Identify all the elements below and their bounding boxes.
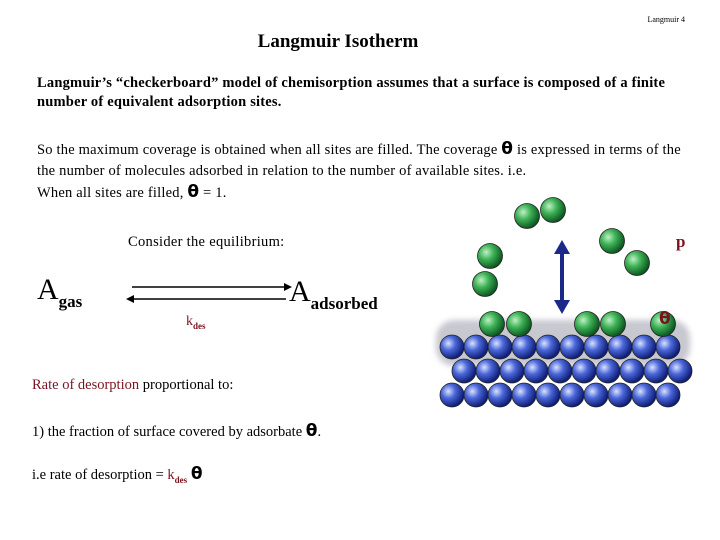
rate-point-end: . [317, 424, 322, 440]
coverage-filled-prefix: When all sites are filled, [37, 185, 188, 201]
adsorbed-molecule [600, 311, 626, 337]
theta-symbol: θ [305, 421, 318, 441]
rate-expression-k: k [167, 467, 175, 483]
surface-atom [655, 334, 681, 360]
gas-molecules [472, 197, 650, 297]
surface-atom [535, 382, 561, 408]
coverage-text-after: is expressed in terms of the the number … [37, 142, 681, 179]
intro-paragraph: Langmuir’s “checkerboard” model of chemi… [37, 75, 666, 110]
adsorbed-molecule [479, 311, 505, 337]
rate-heading: Rate of desorption proportional to: [32, 377, 233, 394]
surface-atom [499, 358, 525, 384]
surface-atom [439, 382, 465, 408]
coverage-text-before: So the maximum coverage is obtained when… [37, 142, 502, 158]
rate-expression-k-subscript: des [174, 475, 188, 485]
adsorbed-species-letter: A [289, 275, 311, 308]
coverage-label: θ [659, 309, 671, 329]
surface-atom [559, 382, 585, 408]
gas-molecule [624, 250, 650, 276]
surface-atom [523, 358, 549, 384]
adsorbed-molecules [479, 311, 676, 337]
rate-constant-subscript: des [193, 321, 206, 331]
theta-symbol: θ [501, 139, 514, 159]
surface-atom [619, 358, 645, 384]
gas-molecule [472, 271, 498, 297]
gas-species-subscript: gas [58, 292, 83, 311]
surface-atom [595, 358, 621, 384]
surface-atom [487, 334, 513, 360]
double-arrow-icon [554, 240, 570, 314]
surface-atom [475, 358, 501, 384]
rate-constant-letter: k [186, 314, 193, 329]
adsorbed-species-subscript: adsorbed [310, 294, 378, 313]
surface-atom [511, 382, 537, 408]
page-title: Langmuir Isotherm [257, 31, 419, 52]
surface-atom [439, 334, 465, 360]
gas-molecule [540, 197, 566, 223]
gas-species-letter: A [37, 273, 59, 306]
coverage-paragraph: So the maximum coverage is obtained when… [37, 139, 697, 204]
coverage-filled-suffix: = 1. [199, 185, 227, 201]
surface-atom [487, 382, 513, 408]
surface-atom [559, 334, 585, 360]
surface-atom [655, 382, 681, 408]
surface-atom [463, 334, 489, 360]
surface-lattice [439, 334, 693, 408]
theta-symbol: θ [187, 182, 200, 202]
surface-atom [631, 334, 657, 360]
surface-atom [547, 358, 573, 384]
surface-atom [607, 334, 633, 360]
surface-atom [607, 382, 633, 408]
equilibrium-arrows [126, 283, 292, 303]
surface-atom [643, 358, 669, 384]
rate-heading-highlight: Rate of desorption [32, 377, 140, 393]
slide-number: Langmuir 4 [647, 15, 685, 24]
rate-expression: i.e rate of desorption = kdes θ [32, 464, 203, 485]
adsorbed-molecule [650, 311, 676, 337]
surface-atom [583, 382, 609, 408]
surface-atom [571, 358, 597, 384]
surface-atom [667, 358, 693, 384]
surface-atom [535, 334, 561, 360]
theta-symbol: θ [190, 464, 203, 484]
adsorbed-molecule [506, 311, 532, 337]
rate-point-1: 1) the fraction of surface covered by ad… [32, 421, 321, 441]
gas-molecule [599, 228, 625, 254]
adsorbed-molecule [574, 311, 600, 337]
surface-atom [511, 334, 537, 360]
desorption-rate-constant: kdes [186, 314, 206, 331]
gas-molecule [477, 243, 503, 269]
rate-heading-rest: proportional to: [139, 377, 234, 393]
surface-atom [463, 382, 489, 408]
rate-point-text: 1) the fraction of surface covered by ad… [32, 424, 306, 440]
gas-species: Agas [37, 273, 82, 311]
rate-expression-prefix: i.e rate of desorption = [32, 467, 168, 483]
forward-arrowhead [284, 283, 292, 291]
adsorbed-species: Aadsorbed [289, 275, 378, 313]
surface-atom [583, 334, 609, 360]
surface-atom [631, 382, 657, 408]
adsorption-figure [436, 197, 693, 408]
gas-molecule [514, 203, 540, 229]
reverse-arrowhead [126, 295, 134, 303]
surface-atom [451, 358, 477, 384]
equilibrium-label: Consider the equilibrium: [128, 234, 285, 250]
pressure-label: p [676, 232, 686, 251]
